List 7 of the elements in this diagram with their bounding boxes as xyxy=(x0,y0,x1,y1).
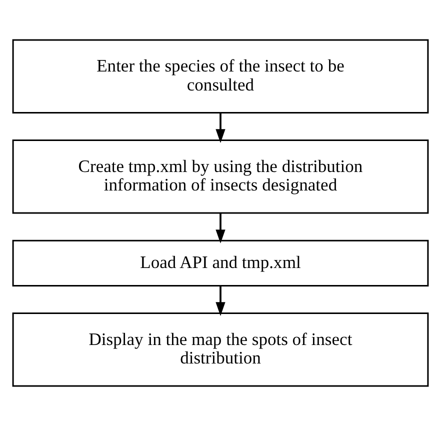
arrow xyxy=(216,213,226,244)
arrow xyxy=(216,112,226,143)
node-box: Display in the map the spots of insect distribution xyxy=(12,312,429,387)
node-box: Create tmp.xml by using the distribution information of insects designated xyxy=(12,140,429,214)
node-box: Load API and tmp.xml xyxy=(12,240,429,286)
arrow xyxy=(216,286,226,316)
node-box: Enter the species of the insect to be consulted xyxy=(12,39,429,114)
